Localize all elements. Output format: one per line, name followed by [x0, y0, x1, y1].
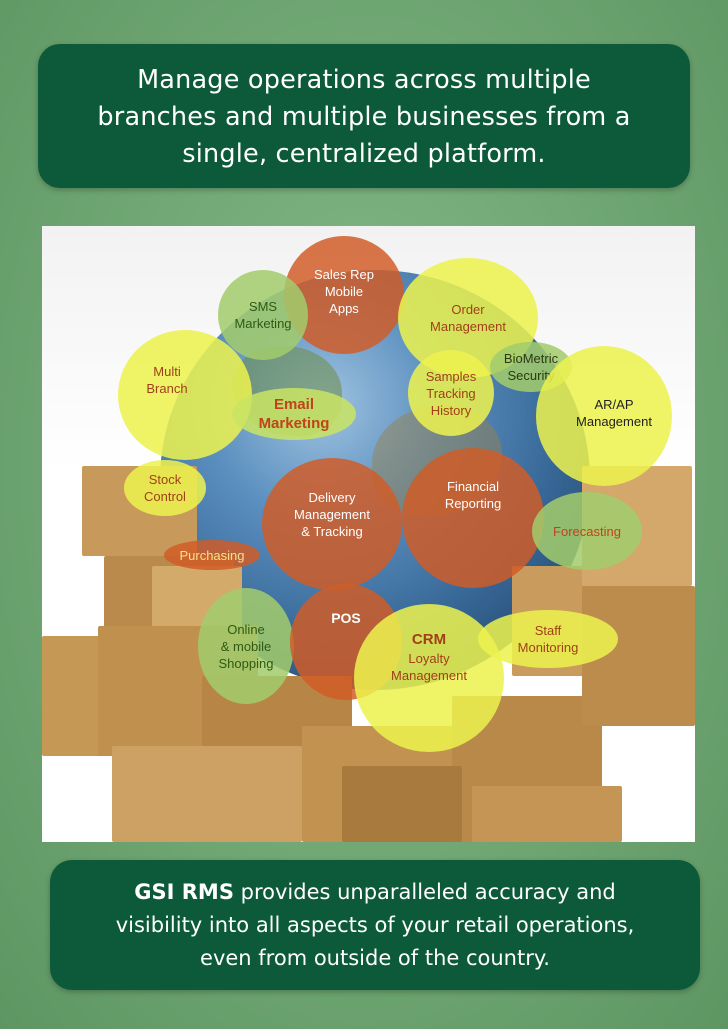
tagline-line-3: even from outside of the country. — [200, 946, 550, 970]
feature-label: & Tracking — [301, 523, 363, 539]
feature-label: Loyalty — [408, 651, 450, 666]
tagline-line-2: visibility into all aspects of your reta… — [115, 913, 635, 937]
feature-label: Online — [227, 621, 265, 637]
brand-name: GSI RMS — [134, 880, 234, 904]
feature-arap-management: AR/AP Management — [536, 346, 672, 486]
feature-label: SMS — [248, 299, 278, 314]
headline-line-1: Manage operations across multiple — [137, 65, 591, 95]
feature-label: Email — [273, 396, 314, 413]
feature-label: & mobile — [220, 638, 272, 654]
feature-label: CRM — [411, 631, 447, 648]
feature-label: Security — [507, 368, 555, 383]
feature-label: Mobile — [324, 284, 364, 299]
feature-label: Branch — [146, 381, 188, 396]
tagline-text: GSI RMS provides unparalleled accuracy a… — [50, 876, 700, 975]
feature-purchasing: Purchasing — [164, 540, 260, 570]
tagline-line-1: GSI RMS provides unparalleled accuracy a… — [50, 876, 700, 909]
feature-label: Sales Rep — [314, 267, 374, 282]
feature-label: Management — [430, 319, 506, 334]
headline-banner: Manage operations across multiple branch… — [38, 44, 690, 188]
headline-line-3: single, centralized platform. — [182, 139, 546, 169]
feature-label: Staff — [534, 623, 562, 638]
feature-label: BioMetric — [503, 351, 559, 366]
feature-label: History — [430, 402, 472, 418]
feature-label: POS — [331, 609, 361, 626]
feature-label: Monitoring — [517, 640, 579, 655]
feature-label: AR/AP — [594, 397, 634, 412]
feature-label: Shopping — [218, 655, 274, 671]
feature-label: Purchasing — [179, 547, 245, 563]
feature-label: Management — [391, 668, 467, 683]
feature-label: Control — [144, 489, 186, 504]
feature-label: Forecasting — [553, 523, 621, 539]
feature-sms-marketing: SMS Marketing — [218, 270, 308, 360]
tagline-line-1-rest: provides unparalleled accuracy and — [233, 880, 616, 904]
feature-label: Delivery — [308, 489, 356, 505]
feature-label: Management — [294, 506, 370, 522]
feature-label: Samples — [425, 368, 477, 384]
feature-label: Tracking — [426, 385, 476, 401]
feature-label: Management — [576, 414, 652, 429]
feature-label: Marketing — [234, 316, 292, 331]
feature-label: Stock — [148, 472, 182, 487]
feature-label: Marketing — [258, 415, 330, 432]
headline-line-2: branches and multiple businesses from a — [97, 102, 631, 132]
feature-label: Financial — [446, 479, 500, 494]
feature-label: Multi — [153, 364, 181, 379]
feature-label: Reporting — [444, 496, 502, 511]
feature-forecasting: Forecasting — [532, 492, 642, 570]
feature-label: Apps — [329, 301, 359, 316]
headline-text: Manage operations across multiple branch… — [38, 62, 690, 173]
tagline-banner: GSI RMS provides unparalleled accuracy a… — [50, 860, 700, 990]
feature-label: Order — [451, 302, 485, 317]
